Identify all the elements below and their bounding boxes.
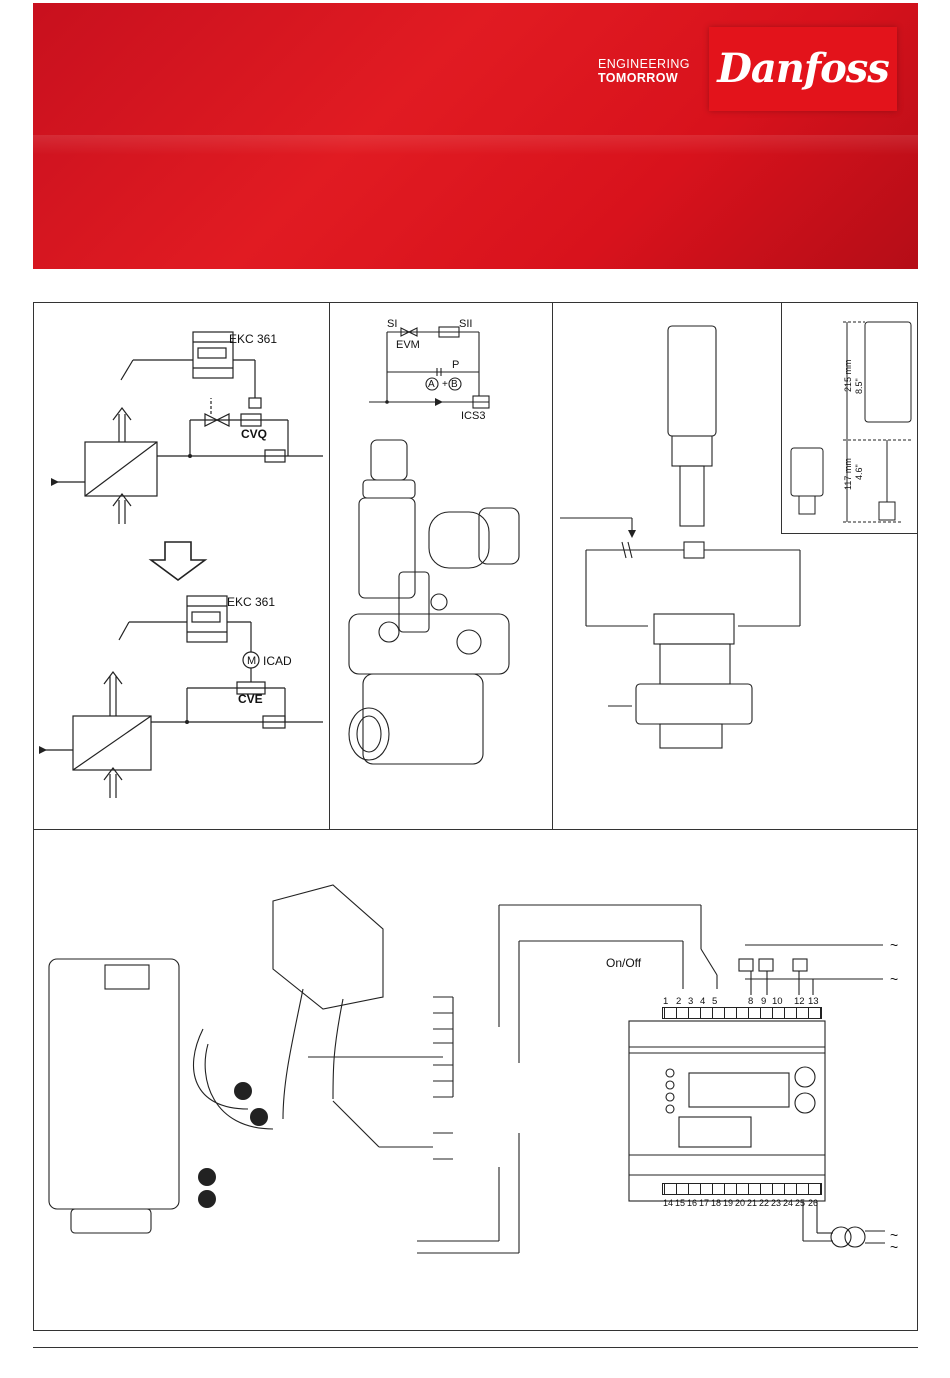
ac-symbol-4: ~: [890, 1239, 898, 1255]
header-banner: ENGINEERING TOMORROW Danfoss: [33, 3, 918, 269]
valve-assembly-drawing: [329, 302, 553, 830]
terminal-16: 16: [687, 1198, 697, 1208]
terminal-9: 9: [761, 996, 766, 1007]
terminal-15: 15: [675, 1198, 685, 1208]
terminal-23: 23: [771, 1198, 781, 1208]
terminal-2: 2: [676, 996, 681, 1007]
evm-label: EVM: [396, 339, 420, 352]
terminal-24: 24: [783, 1198, 793, 1208]
banner-sheen: [33, 135, 918, 155]
terminal-12: 12: [794, 996, 805, 1007]
terminal-21: 21: [747, 1198, 757, 1208]
actuator-icad-label: ICAD: [263, 655, 292, 668]
marker-4: [198, 1190, 216, 1208]
terminal-22: 22: [759, 1198, 769, 1208]
tagline-line1: ENGINEERING: [598, 57, 690, 71]
dim-8-5-in: 8.5": [853, 378, 866, 394]
valve-cvq-label: CVQ: [241, 428, 267, 441]
danfoss-logo: Danfoss: [709, 27, 897, 111]
terminal-screws-top: [662, 1007, 822, 1019]
on-off-label: On/Off: [606, 957, 641, 970]
port-b-label: B: [451, 378, 458, 391]
terminal-14: 14: [663, 1198, 673, 1208]
control-diagram-drawing: [33, 302, 330, 830]
valve-cve-label: CVE: [238, 693, 263, 706]
controller-bottom-label: EKC 361: [227, 596, 275, 609]
terminal-20: 20: [735, 1198, 745, 1208]
port-p-label: P: [452, 359, 459, 372]
ac-symbol-2: ~: [890, 971, 898, 987]
terminal-8: 8: [748, 996, 753, 1007]
terminal-5: 5: [712, 996, 717, 1007]
valve-ics3-label: ICS3: [461, 410, 485, 423]
tagline: ENGINEERING TOMORROW: [598, 57, 690, 85]
terminal-17: 17: [699, 1198, 709, 1208]
port-a-label: A: [428, 378, 435, 391]
motor-symbol: M: [247, 655, 256, 668]
marker-2: [250, 1108, 268, 1126]
footer-rule: [33, 1347, 918, 1348]
plus-label: +: [442, 378, 448, 391]
terminal-13: 13: [808, 996, 819, 1007]
terminal-1: 1: [663, 996, 668, 1007]
marker-3: [198, 1168, 216, 1186]
terminal-25: 25: [795, 1198, 805, 1208]
terminal-19: 19: [723, 1198, 733, 1208]
port-sii-label: SII: [459, 318, 472, 331]
terminal-10: 10: [772, 996, 783, 1007]
terminal-26: 26: [808, 1198, 818, 1208]
terminal-18: 18: [711, 1198, 721, 1208]
terminal-4: 4: [700, 996, 705, 1007]
ac-symbol-1: ~: [890, 937, 898, 953]
dim-4-6-in: 4.6": [853, 464, 866, 480]
controller-top-icon: [193, 332, 233, 378]
terminal-3: 3: [688, 996, 693, 1007]
logo-text: Danfoss: [709, 45, 897, 92]
actuator-install-drawing: [552, 302, 782, 830]
dimensions-drawing: [781, 302, 918, 534]
terminal-screws-bottom: [662, 1183, 822, 1195]
wiring-drawing: [33, 829, 918, 1331]
controller-bottom-icon: [187, 596, 227, 642]
port-si-label: SI: [387, 318, 397, 331]
controller-top-label: EKC 361: [229, 333, 277, 346]
tagline-line2: TOMORROW: [598, 71, 690, 85]
marker-1: [234, 1082, 252, 1100]
